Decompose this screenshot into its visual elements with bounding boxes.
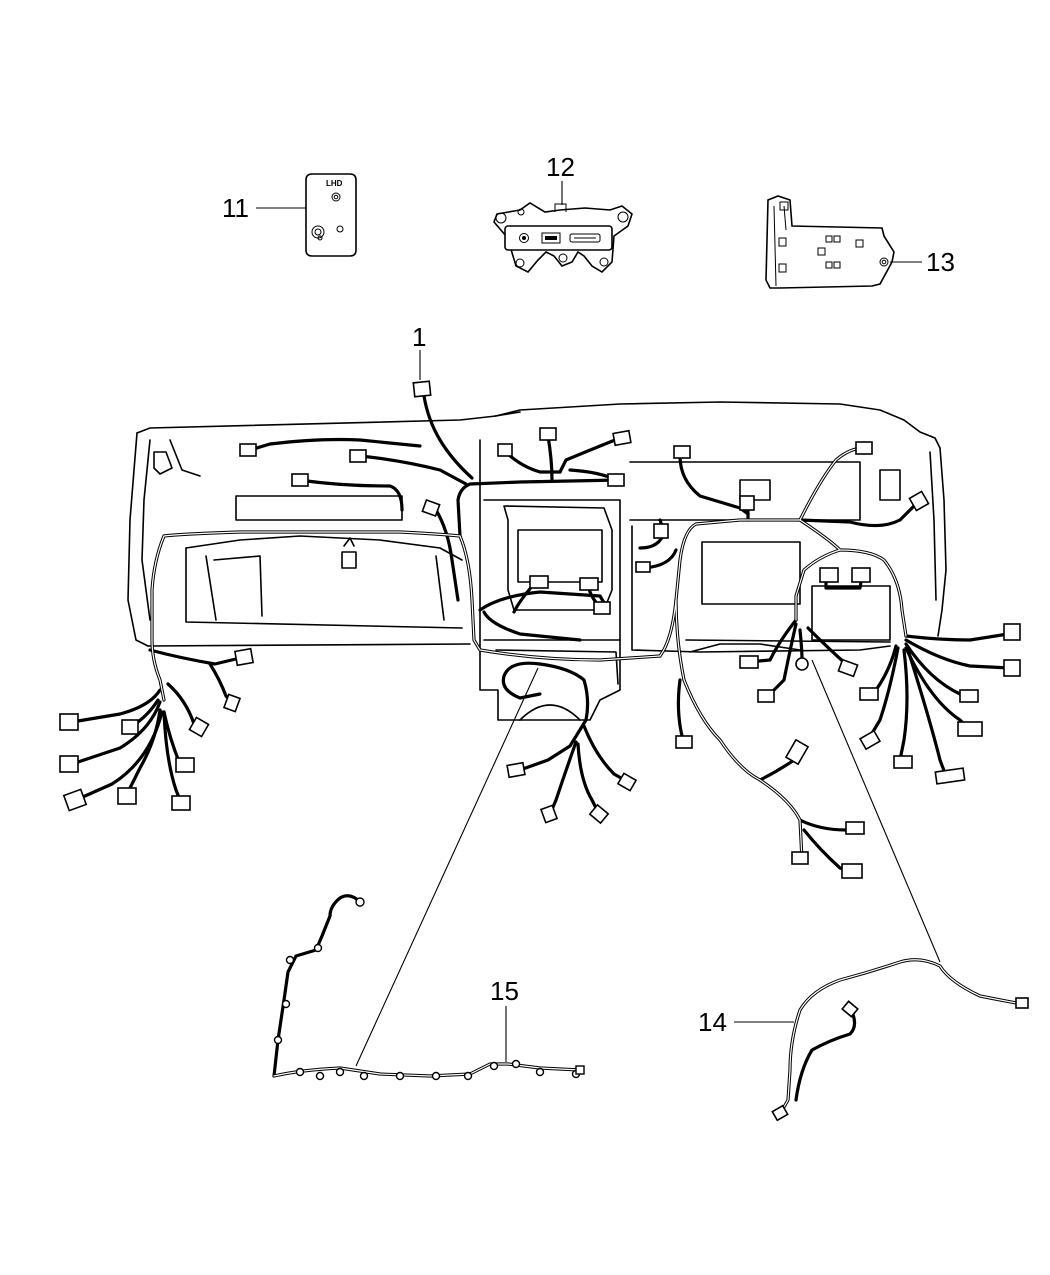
part-11-marking: LHD [326,179,343,188]
callout-11: 11 [222,193,249,223]
part-14-jumper-harness [771,958,1029,1122]
leader-14-to-harness [811,659,941,963]
part-13-mounting-bracket [765,195,895,289]
callout-15: 15 [490,976,519,1006]
callout-1: 1 [412,322,426,352]
callout-12: 12 [546,152,575,182]
callout-13: 13 [926,247,955,277]
part-12-usb-aux-module [493,202,633,274]
part-11-lhd-bracket: LHD [305,173,357,257]
part-15-floor-harness [272,894,585,1081]
leader-15-to-harness [355,667,539,1067]
part-1-main-harness [70,394,1012,874]
callout-14: 14 [698,1007,727,1037]
harness-connectors [59,380,1021,879]
